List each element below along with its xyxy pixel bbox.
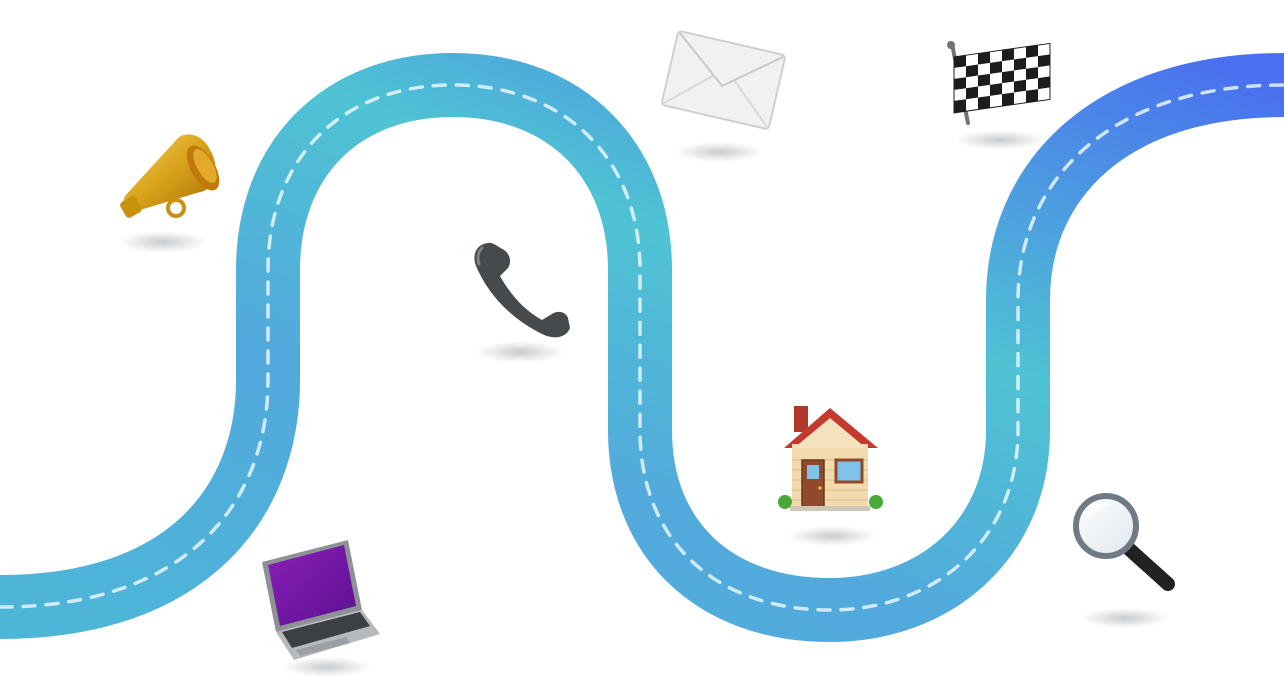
- magnifying-glass-icon: [1073, 493, 1175, 591]
- checkered-flag-icon: [947, 41, 1051, 125]
- house-icon: [778, 406, 883, 511]
- envelope-icon: [661, 30, 786, 130]
- road: [0, 52, 1284, 643]
- telephone-icon: [474, 242, 570, 338]
- megaphone-icon: [120, 134, 220, 218]
- laptop-icon: [262, 540, 380, 660]
- icon-shadows: [119, 130, 1169, 677]
- road-surface: [0, 52, 1284, 643]
